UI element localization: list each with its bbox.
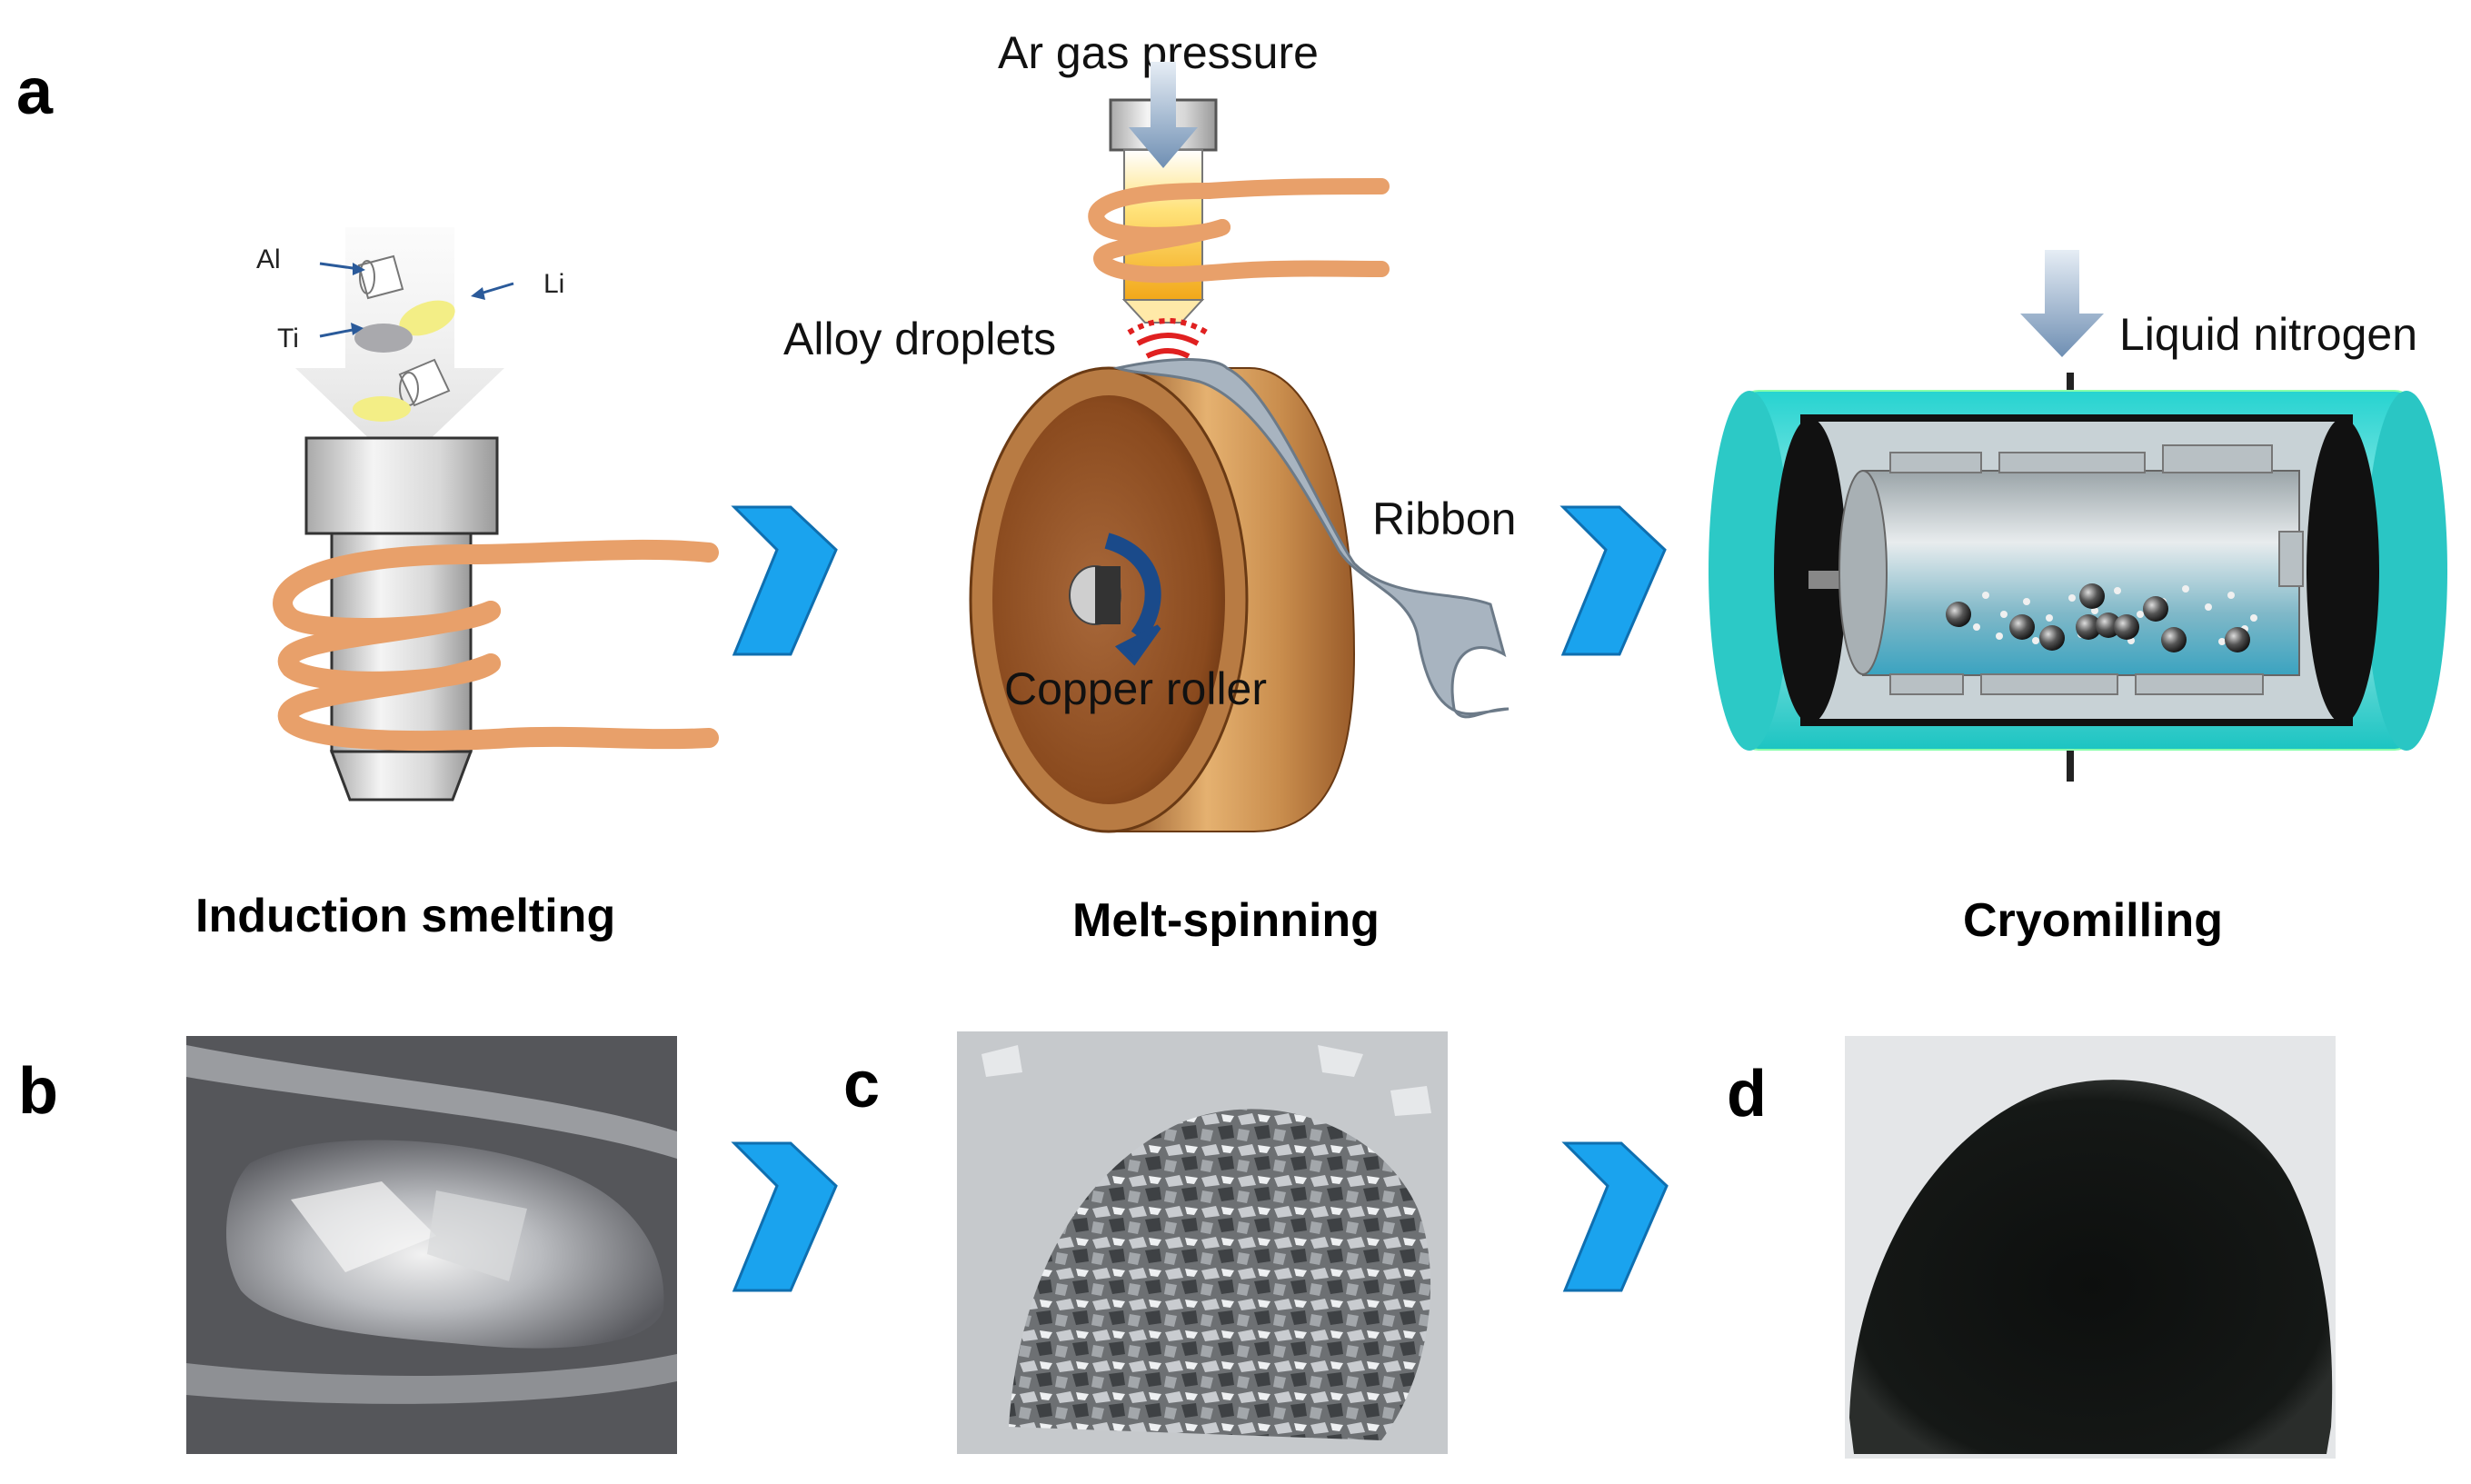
milling-ball: [2225, 627, 2250, 652]
aluminum-piece-icon: [398, 358, 451, 407]
chamber-right-end: [2307, 418, 2379, 723]
panel-label-b: b: [18, 1055, 58, 1128]
label-copper-roller: Copper roller: [1004, 663, 1267, 714]
label-ti: Ti: [277, 324, 299, 354]
label-ribbon: Ribbon: [1372, 493, 1516, 544]
flow-arrow-a2: [1559, 505, 1667, 656]
crucible-top: [304, 436, 499, 535]
photo-ingot: [186, 1036, 677, 1454]
label-liquid-nitrogen: Liquid nitrogen: [2119, 309, 2417, 360]
milling-ball: [2079, 583, 2105, 609]
lithium-piece-icon: [399, 300, 455, 336]
caption-cryomilling: Cryomilling: [1963, 894, 2223, 947]
induction-coil: [273, 539, 719, 752]
milling-ball: [2009, 614, 2035, 640]
drum-end: [1838, 470, 1888, 675]
milling-ball: [2161, 627, 2187, 652]
milling-ball: [2143, 596, 2168, 622]
ti-pointer: [319, 327, 358, 338]
loose-flakes: [981, 1045, 1431, 1116]
photo-powder: [1845, 1036, 2336, 1459]
lithium-piece-icon: [353, 396, 411, 422]
arrowhead-icon: [353, 263, 365, 275]
al-pointer: [319, 262, 360, 271]
liquid-nitrogen-arrow-icon: [2020, 250, 2104, 357]
milling-ball: [1946, 602, 1971, 627]
caption-induction-smelting: Induction smelting: [195, 890, 615, 942]
label-li: Li: [543, 269, 564, 299]
cryo-vessel-left-cap: [1709, 391, 1790, 751]
flow-arrow-a1: [731, 505, 838, 656]
photo-ribbon-flakes: [957, 1031, 1448, 1454]
panel-label-d: d: [1727, 1058, 1767, 1130]
tong-lower: [186, 1354, 677, 1404]
induction-smelting-diagram: Al Li Ti Induction smelting: [195, 227, 719, 942]
tong-upper: [186, 1045, 677, 1159]
label-al: Al: [256, 244, 281, 274]
caption-melt-spinning: Melt-spinning: [1072, 894, 1380, 947]
panel-label-c: c: [843, 1049, 880, 1121]
drum-ribs: [1889, 444, 2304, 695]
axle-shaft: [1095, 566, 1121, 624]
melt-coil: [1088, 178, 1390, 284]
ribbon: [1112, 358, 1510, 719]
ingot-highlight: [291, 1181, 436, 1272]
powder-particles: [1959, 585, 2257, 645]
crucible-nozzle: [329, 750, 473, 802]
ribbon-flakes-pile: [1009, 1109, 1431, 1440]
melt-spinning-diagram: Ar gas pressure Alloy droplets: [783, 27, 1516, 947]
panel-label-a: a: [16, 55, 54, 128]
cryomilling-diagram: Liquid nitrogen: [1709, 250, 2447, 947]
milling-ball: [2076, 614, 2101, 640]
arrowhead-icon: [471, 287, 485, 300]
ingot-highlight: [427, 1190, 527, 1281]
milling-ball: [2114, 614, 2139, 640]
aluminum-piece-icon: [357, 254, 404, 300]
rotation-arrow-icon: [1104, 533, 1161, 642]
milling-balls: [1946, 583, 2250, 652]
label-alloy-droplets: Alloy droplets: [783, 314, 1056, 364]
gas-pressure-arrow-icon: [1129, 62, 1198, 168]
rotation-arrowhead-icon: [1114, 624, 1161, 666]
titanium-piece-icon: [354, 324, 413, 353]
cryo-vessel-right-cap: [2366, 391, 2447, 751]
flow-arrow-b: [731, 1141, 838, 1292]
flow-arrow-c: [1561, 1141, 1669, 1292]
alloy-droplets-icon: [1127, 318, 1209, 359]
arrowhead-icon: [351, 323, 364, 335]
milling-ball: [2039, 625, 2065, 651]
black-powder-pile: [1849, 1080, 2333, 1454]
